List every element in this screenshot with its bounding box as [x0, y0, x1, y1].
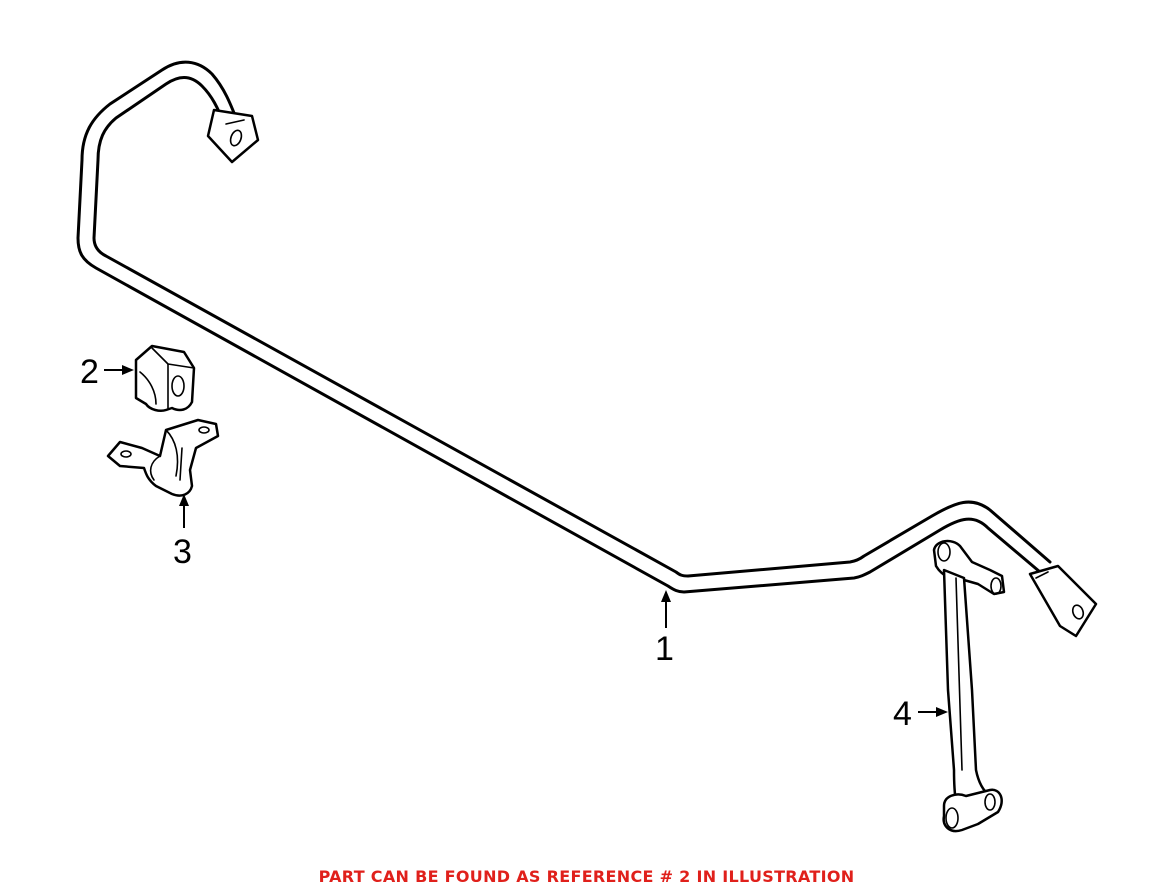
callout-1: 1 [655, 590, 674, 668]
stabilizer-bar[interactable] [76, 60, 1098, 638]
callout-1-label: 1 [655, 630, 674, 668]
callout-3-label: 3 [173, 533, 192, 571]
callout-3: 3 [173, 494, 192, 571]
callout-2: 2 [80, 353, 134, 391]
callout-4: 4 [893, 695, 948, 733]
bushing[interactable] [134, 344, 196, 412]
bracket[interactable] [106, 418, 220, 497]
callout-2-label: 2 [80, 353, 99, 391]
callout-4-label: 4 [893, 695, 912, 733]
stabilizer-link[interactable] [932, 539, 1006, 833]
reference-note: PART CAN BE FOUND AS REFERENCE # 2 IN IL… [318, 867, 855, 886]
